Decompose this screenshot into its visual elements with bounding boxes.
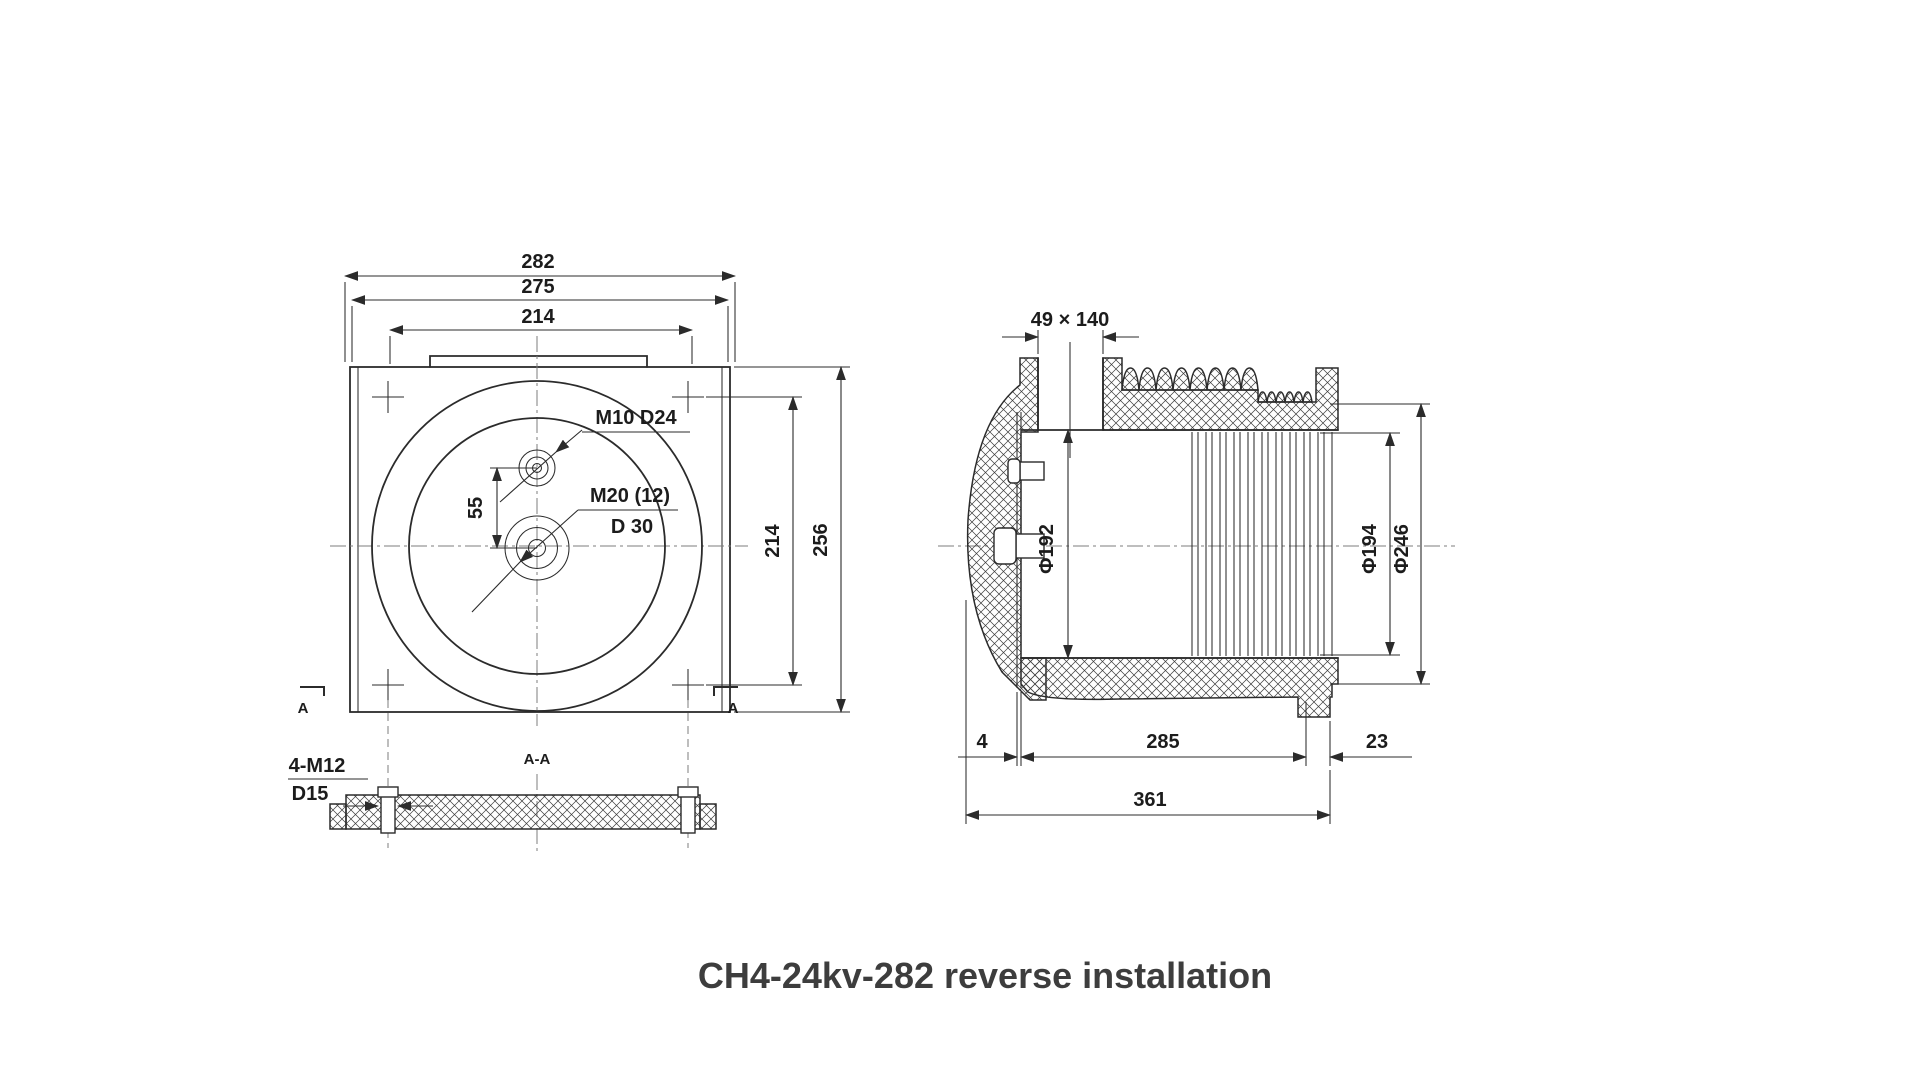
leader-top-hole: M10 D24 [499, 407, 690, 503]
dim-256: 256 [734, 365, 850, 714]
dim-246-label: Φ246 [1391, 524, 1413, 574]
center-stud [993, 527, 1045, 565]
flange-outer-circle [371, 380, 703, 712]
dim-256-label: 256 [810, 523, 832, 556]
section-plate-bar [345, 794, 701, 830]
callout-d15-label: D15 [292, 783, 329, 805]
callout-m10: M10 D24 [595, 407, 677, 429]
dim-361-label: 361 [1133, 789, 1166, 811]
dim-285-label: 285 [1146, 731, 1179, 753]
dim-23: 23 [1328, 721, 1412, 766]
callout-4-m12: 4-M12 D15 [288, 755, 433, 811]
dim-282: 282 [343, 251, 737, 362]
spout-inner-circle [408, 417, 666, 675]
section-label: A-A [524, 751, 551, 768]
dim-275: 275 [350, 276, 730, 362]
shed-fins [1121, 367, 1259, 391]
drawing-title: CH4-24kv-282 reverse installation [698, 955, 1272, 996]
dim-214-right-label: 214 [762, 523, 784, 557]
dim-4-label: 4 [976, 731, 988, 753]
section-marks: A A [298, 686, 739, 717]
section-bar-right-tongue [699, 803, 717, 830]
dim-55-label: 55 [465, 497, 487, 519]
side-view: 49 × 140 Φ192 Φ194 Φ246 [938, 309, 1455, 824]
dim-275-label: 275 [521, 276, 554, 298]
dim-55: 55 [465, 466, 537, 550]
dim-246: Φ246 [1330, 402, 1430, 686]
section-bolt-left [377, 786, 399, 834]
callout-m20: M20 (12) [590, 485, 670, 507]
section-mark-left: A [298, 700, 309, 717]
section-bar-left-tongue [329, 803, 347, 830]
slot-notch [1037, 342, 1104, 458]
dim-49x140: 49 × 140 [1002, 309, 1139, 354]
mounting-plate-outline [349, 366, 731, 713]
section-bolt-right [677, 786, 699, 834]
dim-23-label: 23 [1366, 731, 1388, 753]
dim-214-right: 214 [706, 395, 802, 687]
small-corrugations [1257, 391, 1313, 403]
dim-285: 285 [1019, 692, 1308, 766]
section-mark-right: A [728, 700, 739, 717]
dim-192: Φ192 [1036, 428, 1112, 660]
mounting-hole-crosses [372, 381, 704, 701]
dim-361: 361 [964, 600, 1332, 824]
dim-214-top: 214 [388, 306, 694, 364]
front-view: M10 D24 M20 (12) D 30 55 282 [298, 251, 850, 726]
leader-center-hole: M20 (12) D 30 [471, 485, 678, 613]
dim-4: 4 [958, 692, 1019, 766]
dim-282-label: 282 [521, 251, 554, 273]
upper-stud [1007, 458, 1045, 484]
dim-214-top-label: 214 [521, 306, 555, 328]
dim-194-label: Φ194 [1359, 523, 1381, 574]
dim-49x140-label: 49 × 140 [1031, 309, 1109, 331]
callout-4m12-label: 4-M12 [289, 755, 346, 777]
callout-d30: D 30 [611, 516, 653, 538]
bottom-wall-section [1020, 657, 1339, 718]
section-view: A-A 4-M12 D15 [288, 700, 717, 852]
corrugation-ribs [1191, 432, 1333, 656]
dim-194: Φ194 [1320, 431, 1400, 657]
dim-192-label: Φ192 [1036, 524, 1058, 574]
plate-top-tab [429, 355, 648, 368]
top-wall-section [1102, 357, 1339, 431]
